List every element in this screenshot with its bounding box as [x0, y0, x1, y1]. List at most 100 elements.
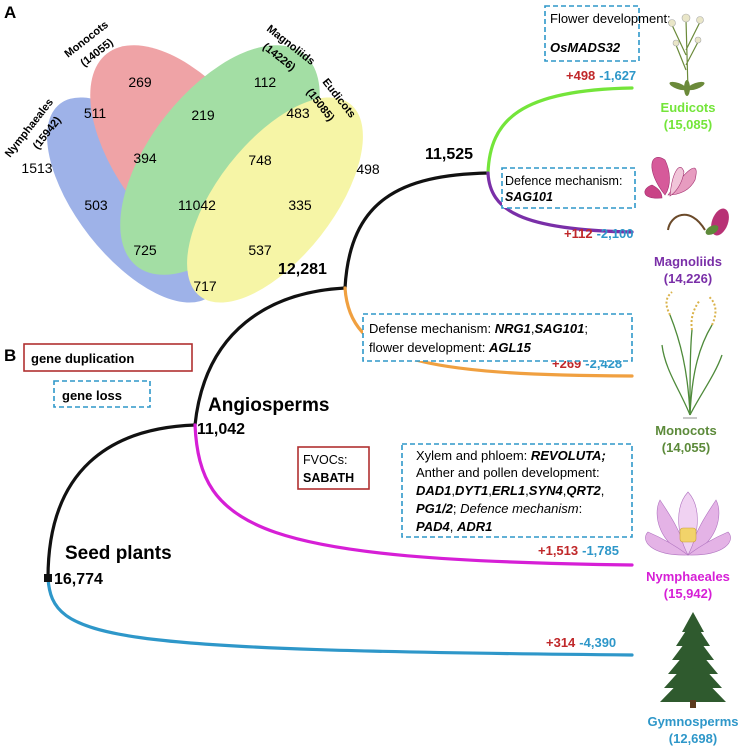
annotation-eudicots-line1: Flower development:	[550, 11, 671, 26]
venn-value: 269	[128, 74, 152, 90]
ann-gene: QRT2	[566, 483, 601, 498]
panel-a-label: A	[4, 3, 16, 22]
ann-gene: ADR1	[456, 519, 492, 534]
legend-loss-box	[53, 380, 151, 408]
ann-nymph-line3: DAD1,DYT1,ERL1,SYN4,QRT2,	[416, 483, 604, 498]
venn-value: 717	[193, 278, 217, 294]
annotation-monocots-line2: flower development: AGL15	[369, 340, 532, 355]
venn-value: 1513	[21, 160, 52, 176]
panel-b-label: B	[4, 346, 16, 365]
annotation-fvocs-line2: SABATH	[303, 471, 354, 485]
ann-text: ,	[531, 321, 535, 336]
ann-gene: SAG101	[534, 321, 584, 336]
taxon-monocots-count: (14,055)	[662, 440, 710, 455]
gain-magnoliids: +112	[564, 226, 593, 241]
venn-value: 112	[254, 74, 277, 90]
magnolia-flower-illustration	[644, 157, 729, 236]
venn-value: 725	[133, 242, 157, 258]
annotation-magnoliids-gene: SAG101	[505, 190, 553, 204]
annotation-magnoliids-line1: Defence mechanism:	[505, 174, 622, 188]
ann-text: ,	[450, 519, 457, 534]
gain-eudicots: +498	[566, 68, 595, 83]
ann-text: flower development:	[369, 340, 489, 355]
loss-gymnosperms: -4,390	[579, 635, 616, 650]
annotation-monocots-line1: Defense mechanism: NRG1,SAG101;	[369, 321, 588, 336]
annotation-fvocs-line1: FVOCs:	[303, 453, 347, 467]
ann-text: ,	[601, 483, 605, 498]
taxon-eudicots-name: Eudicots	[661, 100, 716, 115]
ann-gene: NRG1	[495, 321, 531, 336]
gain-loss-eudicots: +498 -1,627	[566, 68, 636, 83]
branch-seed-to-angio	[46, 423, 197, 580]
ann-gene: ERL1	[492, 483, 525, 498]
loss-eudicots: -1,627	[599, 68, 636, 83]
gain-loss-magnoliids: +112 -2,100	[564, 226, 633, 241]
taxon-nymphaeales-name: Nymphaeales	[646, 569, 730, 584]
ann-text: ;	[584, 321, 588, 336]
branch-node-mono-to-node-eud	[343, 171, 490, 290]
water-lily-illustration	[645, 491, 731, 556]
ann-nymph-line1: Xylem and phloem: REVOLUTA;	[416, 448, 606, 463]
venn-value: 11042	[178, 197, 216, 213]
ann-nymph-line2: Anther and pollen development:	[416, 465, 600, 480]
loss-magnoliids: -2,100	[597, 226, 634, 241]
taxon-gymnosperms-count: (12,698)	[669, 731, 717, 746]
ann-text: ;	[453, 501, 457, 516]
ann-text: Xylem and phloem:	[416, 448, 531, 463]
node-12281-count: 12,281	[278, 261, 327, 278]
annotation-box-nymphaeales	[401, 443, 633, 538]
ann-text: ,	[488, 483, 492, 498]
gain-gymnosperms: +314	[546, 635, 576, 650]
taxon-magnoliids-name: Magnoliids	[654, 254, 722, 269]
annotation-box-magnoliids	[501, 167, 636, 209]
node-angiosperms-name: Angiosperms	[208, 395, 329, 416]
branch-angio-to-node-mono	[193, 286, 347, 427]
taxon-magnoliids-count: (14,226)	[664, 271, 712, 286]
ann-gene: DAD1	[416, 483, 451, 498]
ann-gene: AGL15	[488, 340, 532, 355]
annotation-box-fvocs	[297, 446, 370, 490]
venn-diagram	[47, 45, 363, 303]
ann-nymph-line4: PG1/2; Defence mechanism:	[416, 501, 582, 516]
ann-gene: PG1/2	[416, 501, 454, 516]
ann-text: :	[579, 501, 583, 516]
gain-nymphaeales: +1,513	[538, 543, 578, 558]
venn-value: 511	[84, 105, 107, 121]
ann-gene: SYN4	[529, 483, 564, 498]
venn-value: 748	[248, 152, 272, 168]
ann-text: ,	[563, 483, 567, 498]
annotation-box-eudicots	[544, 5, 640, 62]
rice-plant-illustration	[661, 291, 723, 419]
venn-value: 498	[356, 161, 380, 177]
ann-gene: REVOLUTA;	[531, 448, 606, 463]
taxon-nymphaeales-count: (15,942)	[664, 586, 712, 601]
legend-duplication: gene duplication	[31, 351, 134, 366]
gain-loss-gymnosperms: +314-4,390	[546, 635, 616, 650]
ann-text: Defence mechanism	[456, 501, 578, 516]
venn-value: 394	[133, 150, 157, 166]
branch-eudicots	[486, 86, 634, 175]
gain-loss-nymphaeales: +1,513-1,785	[538, 543, 619, 558]
venn-value: 219	[191, 107, 215, 123]
node-11525-count: 11,525	[425, 146, 473, 163]
venn-set-magnoliids	[120, 45, 320, 275]
node-angiosperms-count: 11,042	[197, 421, 245, 438]
venn-value: 483	[286, 105, 310, 121]
ann-text: ,	[451, 483, 455, 498]
taxon-labels: Eudicots (15,085) Magnoliids (14,226) Mo…	[646, 100, 738, 746]
ann-gene: DYT1	[455, 483, 488, 498]
annotation-nymphaeales-text: Xylem and phloem: REVOLUTA; Anther and p…	[416, 448, 606, 534]
root-node-marker	[44, 574, 52, 582]
phylogeny-tree	[46, 86, 634, 657]
ann-text: ,	[525, 483, 529, 498]
ann-gene: PAD4	[416, 519, 450, 534]
venn-value: 335	[288, 197, 312, 213]
venn-value: 503	[84, 197, 108, 213]
venn-region-values: 269 112 511 219 483 1513 394 748 498 503…	[21, 74, 379, 294]
branch-nymphaeales	[193, 423, 634, 567]
taxon-monocots-name: Monocots	[655, 423, 716, 438]
taxon-eudicots-count: (15,085)	[664, 117, 712, 132]
node-seed-plants-count: 16,774	[54, 571, 103, 588]
node-seed-plants-name: Seed plants	[65, 543, 172, 564]
